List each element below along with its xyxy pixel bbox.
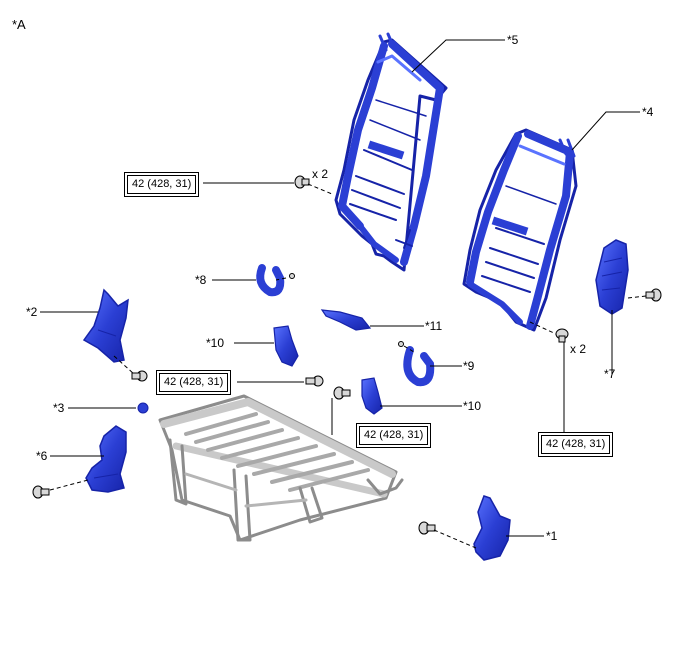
torque-value: 42 (428, 31): [359, 426, 429, 445]
torque-box-center: 42 (428, 31): [156, 370, 232, 395]
install-lines: [49, 183, 647, 549]
cover-2: [82, 288, 129, 363]
bolt-cover-6: [32, 485, 50, 499]
bolt-10-lower: [333, 386, 351, 400]
screw-8: [289, 273, 295, 279]
leader-lines: [40, 39, 640, 537]
cover-10-upper: [273, 325, 299, 367]
bolt-frame-left: [294, 175, 310, 189]
seatback-frame-right: [462, 128, 578, 332]
bolt-cover-2: [131, 370, 148, 382]
side-bracket-7: [595, 239, 629, 315]
bolt-cover-1: [418, 521, 436, 535]
torque-value: 42 (428, 31): [159, 373, 229, 392]
cover-1: [473, 495, 511, 561]
torque-box-lower: 42 (428, 31): [356, 423, 432, 448]
callout-9: *9: [463, 359, 475, 373]
screw-9: [398, 341, 404, 347]
callout-1: *1: [546, 529, 558, 543]
seatback-frame-left: [334, 32, 448, 272]
nut-3: [137, 402, 149, 414]
clip-9: [403, 346, 435, 387]
callout-6: *6: [36, 449, 48, 463]
torque-box-frame-right: 42 (428, 31): [538, 432, 614, 457]
torque-value: 42 (428, 31): [541, 435, 611, 454]
callout-2: *2: [26, 305, 38, 319]
seat-cushion-frame: [158, 394, 404, 542]
callout-4: *4: [642, 105, 654, 119]
cover-6: [85, 425, 127, 493]
quantity-frame-right: x 2: [570, 342, 587, 356]
clip-8: [256, 264, 285, 297]
bolts: [32, 175, 662, 535]
callout-10-lower: *10: [463, 399, 482, 413]
callout-7: *7: [604, 367, 616, 381]
bolt-center: [305, 375, 324, 387]
callout-10-upper: *10: [206, 336, 225, 350]
figure-label: *A: [12, 17, 26, 32]
bolt-bracket-7: [645, 288, 662, 302]
torque-value: 42 (428, 31): [127, 175, 197, 194]
quantity-frame-left: x 2: [312, 167, 329, 181]
torque-box-frame-left: 42 (428, 31): [124, 172, 200, 197]
callout-8: *8: [195, 273, 207, 287]
bolt-frame-right: [555, 328, 569, 343]
callout-11: *11: [425, 319, 443, 333]
plate-11: [320, 309, 372, 331]
cover-10-lower: [361, 377, 383, 415]
callout-5: *5: [507, 33, 519, 47]
callout-3: *3: [53, 401, 65, 415]
